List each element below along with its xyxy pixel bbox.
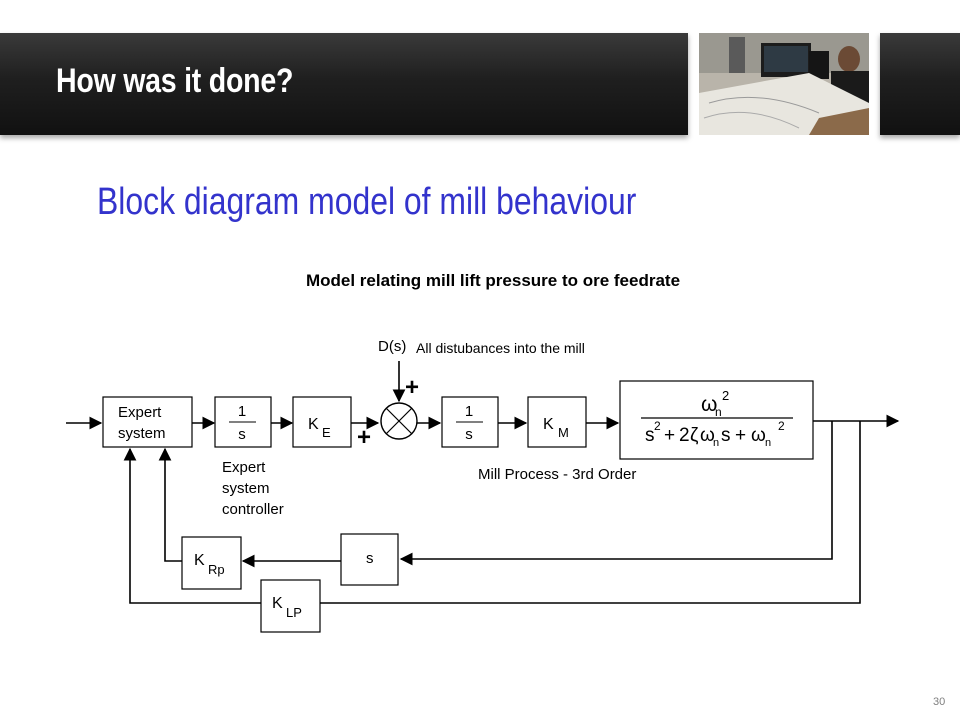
krp-sub: Rp (208, 562, 225, 577)
km-main: K (543, 416, 554, 433)
slide-title: How was it done? (56, 62, 294, 100)
tf-den-exp2: 2 (778, 419, 785, 433)
tf-den-s-exp: 2 (654, 419, 661, 433)
klp-main: K (272, 595, 283, 612)
summing-junction (380, 402, 418, 440)
ke-main: K (308, 416, 319, 433)
klp-sub: LP (286, 605, 302, 620)
tf-den-omega2: ω (751, 425, 766, 446)
tf-den-n2: n (765, 437, 771, 449)
km-sub: M (558, 425, 569, 440)
integrator-2-denominator: s (465, 426, 473, 443)
disturbance-label: D(s) All distubances into the mill (378, 338, 585, 356)
tf-den-s2: s (721, 425, 731, 446)
integrator-1-numerator: 1 (238, 403, 246, 420)
tf-num-n: n (715, 405, 722, 419)
integrator-block-2: 1 s (441, 396, 499, 448)
tf-den-zeta: ζ (690, 425, 699, 446)
feedback-line-lp (320, 421, 861, 604)
feedback-line-derivative (399, 421, 833, 566)
klp-gain-block: K LP (260, 579, 321, 633)
integrator-2-numerator: 1 (465, 403, 473, 420)
disturbance-symbol: D(s) (378, 338, 406, 355)
slide-subtitle: Block diagram model of mill behaviour (97, 181, 637, 223)
derivative-block: s (340, 533, 399, 586)
feedback-line-klp-to-expert (123, 447, 261, 604)
integrator-block-1: 1 s (214, 396, 272, 448)
disturbance-description: All distubances into the mill (416, 340, 585, 356)
process-label: Mill Process - 3rd Order (478, 466, 636, 483)
sum-sign-top: + (405, 374, 419, 401)
diagram-heading: Model relating mill lift pressure to ore… (306, 271, 680, 290)
krp-gain-block: K Rp (181, 536, 242, 590)
tf-num-omega: ω (701, 393, 717, 416)
tf-den-two: 2 (679, 425, 690, 446)
integrator-1-denominator: s (238, 426, 246, 443)
controller-label-line3: controller (222, 501, 284, 518)
transfer-function-block: ω n 2 s 2 + 2 ζ ω n s + ω n 2 (619, 380, 814, 460)
expert-block-line1: Expert (118, 404, 162, 421)
sum-sign-left: + (357, 424, 371, 451)
tf-den-plus2: + (735, 425, 746, 446)
krp-main: K (194, 552, 205, 569)
feedback-line-krp-to-expert (158, 447, 182, 562)
tf-den-plus1: + (664, 425, 675, 446)
tf-num-exp: 2 (722, 388, 729, 403)
header-photo (699, 33, 869, 135)
expert-block-line2: system (118, 425, 166, 442)
km-gain-block: K M (527, 396, 587, 448)
slide-number: 30 (933, 696, 946, 708)
controller-label-line2: system (222, 480, 270, 497)
title-banner (0, 33, 688, 135)
expert-system-block: Expert system (102, 396, 193, 448)
tf-den-s: s (645, 425, 655, 446)
ke-gain-block: K E (292, 396, 352, 448)
tf-den-n1: n (713, 437, 719, 449)
right-banner-tab (880, 33, 960, 135)
tf-den-omega1: ω (700, 425, 715, 446)
controller-label-line1: Expert (222, 459, 266, 476)
ke-sub: E (322, 425, 331, 440)
operator-photo-illustration (699, 33, 869, 135)
derivative-symbol: s (366, 550, 374, 567)
